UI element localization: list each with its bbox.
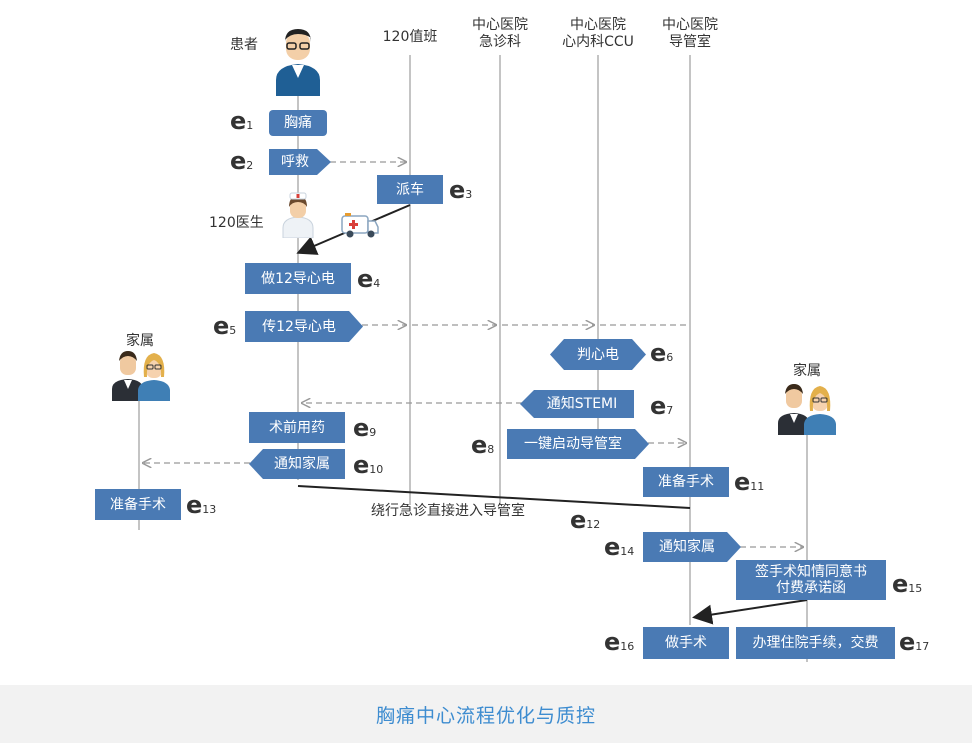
step-number: 5 — [229, 324, 237, 337]
step-marker-11: e11 — [734, 468, 764, 496]
step-marker-17: e17 — [899, 628, 929, 656]
step-letter: e — [213, 312, 230, 340]
box-dispatch: 派车 — [377, 175, 443, 204]
box-notify-stemi: 通知STEMI — [520, 390, 634, 418]
bypass-label: 绕行急诊直接进入导管室 — [371, 503, 525, 519]
flow-diagram: 120值班 中心医院 急诊科 中心医院 心内科CCU 中心医院 导管室 患者 1… — [95, 17, 929, 662]
arrow-to-surgery — [692, 599, 808, 625]
step-marker-1: e1 — [230, 107, 253, 135]
box-notify-family2: 通知家属 — [643, 532, 741, 562]
consent-line-1: 签手术知情同意书 — [755, 564, 867, 580]
step-number: 15 — [908, 582, 923, 595]
arrow-bypass — [297, 485, 691, 509]
step-letter: e — [230, 107, 247, 135]
step-number: 1 — [246, 119, 254, 132]
step-marker-2: e2 — [230, 147, 253, 175]
box-prepare-surgery-cath: 准备手术 — [643, 467, 729, 497]
box-chest-pain: 胸痛 — [269, 110, 327, 136]
step-marker-3: e3 — [449, 176, 472, 204]
actor-patient-label: 患者 — [230, 37, 258, 53]
lane-cath: 中心医院 导管室 — [650, 17, 730, 51]
actor-family-left-label: 家属 — [126, 333, 154, 349]
step-number: 9 — [369, 426, 377, 439]
step-letter: e — [899, 628, 916, 656]
lane-120-label: 120值班 — [382, 29, 438, 45]
box-prepare-surgery-family: 准备手术 — [95, 489, 181, 520]
actor-doctor120-label: 120医生 — [209, 215, 264, 231]
step-number: 6 — [666, 351, 674, 364]
box-do-surgery: 做手术 — [643, 627, 729, 659]
nurse-icon — [282, 192, 314, 238]
step-number: 12 — [586, 518, 601, 531]
step-marker-4: e4 — [357, 265, 380, 293]
step-marker-14: e14 — [604, 533, 634, 561]
step-number: 7 — [666, 404, 674, 417]
step-marker-5: e5 — [213, 312, 236, 340]
step-number: 4 — [373, 277, 381, 290]
family-right-icon — [778, 384, 836, 435]
consent-line-2: 付费承诺函 — [776, 580, 846, 596]
lane-cath-label-1: 中心医院 — [662, 17, 718, 33]
step-marker-13: e13 — [186, 491, 216, 519]
step-marker-10: e10 — [353, 451, 383, 479]
lane-ccu: 中心医院 心内科CCU — [553, 17, 643, 51]
step-letter: e — [650, 339, 667, 367]
step-letter: e — [186, 491, 203, 519]
step-letter: e — [353, 414, 370, 442]
box-call-help: 呼救 — [269, 149, 331, 175]
lane-er-label-1: 中心医院 — [472, 17, 528, 33]
step-marker-6: e6 — [650, 339, 673, 367]
step-number: 11 — [750, 480, 765, 493]
actor-family-right-label: 家属 — [793, 363, 821, 379]
step-marker-7: e7 — [650, 392, 673, 420]
step-number: 2 — [246, 159, 254, 172]
step-letter: e — [230, 147, 247, 175]
lane-120: 120值班 — [378, 29, 442, 46]
step-number: 14 — [620, 545, 635, 558]
step-letter: e — [604, 628, 621, 656]
step-letter: e — [734, 468, 751, 496]
step-letter: e — [357, 265, 374, 293]
box-judge-ecg: 判心电 — [550, 339, 646, 370]
ambulance-icon — [341, 213, 379, 238]
lane-er-label-2: 急诊科 — [479, 34, 521, 50]
box-notify-family: 通知家属 — [249, 449, 345, 479]
step-marker-12: e12 — [570, 506, 600, 534]
lane-ccu-label-1: 中心医院 — [570, 17, 626, 33]
box-admission: 办理住院手续，交费 — [736, 627, 895, 659]
patient-icon — [276, 29, 320, 96]
step-number: 13 — [202, 503, 217, 516]
footer-title: 胸痛中心流程优化与质控 — [375, 704, 596, 727]
step-marker-8: e8 — [471, 431, 494, 459]
step-marker-16: e16 — [604, 628, 634, 656]
step-letter: e — [471, 431, 488, 459]
step-letter: e — [650, 392, 667, 420]
step-number: 3 — [465, 188, 473, 201]
lane-er: 中心医院 急诊科 — [460, 17, 540, 51]
box-one-key-start: 一键启动导管室 — [507, 429, 649, 459]
box-send-ecg: 传12导心电 — [245, 311, 363, 342]
lane-cath-label-2: 导管室 — [669, 34, 711, 50]
lane-ccu-label-2: 心内科CCU — [562, 34, 634, 50]
step-letter: e — [449, 176, 466, 204]
step-number: 10 — [369, 463, 384, 476]
step-marker-15: e15 — [892, 570, 922, 598]
step-letter: e — [892, 570, 909, 598]
step-letter: e — [353, 451, 370, 479]
step-marker-9: e9 — [353, 414, 376, 442]
box-ecg12: 做12导心电 — [245, 263, 351, 294]
step-number: 17 — [915, 640, 930, 653]
step-number: 16 — [620, 640, 635, 653]
step-number: 8 — [487, 443, 495, 456]
step-letter: e — [604, 533, 621, 561]
box-preop-med: 术前用药 — [249, 412, 345, 443]
footer-bar: 胸痛中心流程优化与质控 — [0, 685, 972, 743]
step-letter: e — [570, 506, 587, 534]
box-consent: 签手术知情同意书 付费承诺函 — [736, 560, 886, 600]
family-left-icon — [112, 351, 170, 401]
